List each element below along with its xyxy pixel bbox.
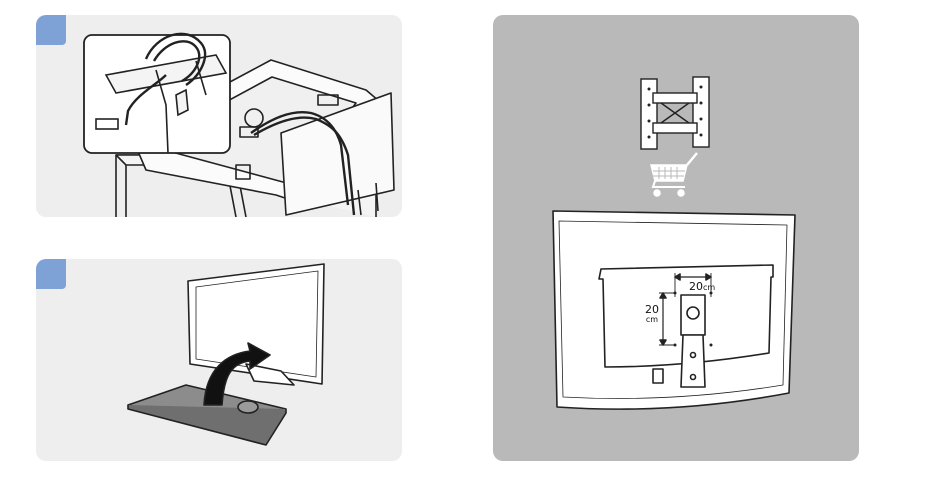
- vertical-dimension-value: 20: [644, 305, 660, 315]
- wall-mount-illustration: [493, 15, 859, 461]
- horizontal-dimension-label: 20cm: [689, 280, 715, 293]
- stand-attach-illustration: [36, 259, 402, 461]
- shopping-cart-icon: [651, 153, 697, 196]
- step-2-panel: [36, 259, 402, 461]
- horizontal-dimension-unit: cm: [703, 283, 715, 292]
- vertical-dimension-unit: cm: [644, 315, 660, 325]
- step-2-badge: [36, 259, 66, 289]
- horizontal-dimension-value: 20: [689, 280, 703, 293]
- step-1-panel: [36, 15, 402, 217]
- step-1-badge: [36, 15, 66, 45]
- wall-mount-bracket-icon: [641, 77, 709, 149]
- cable-routing-illustration: [36, 15, 402, 217]
